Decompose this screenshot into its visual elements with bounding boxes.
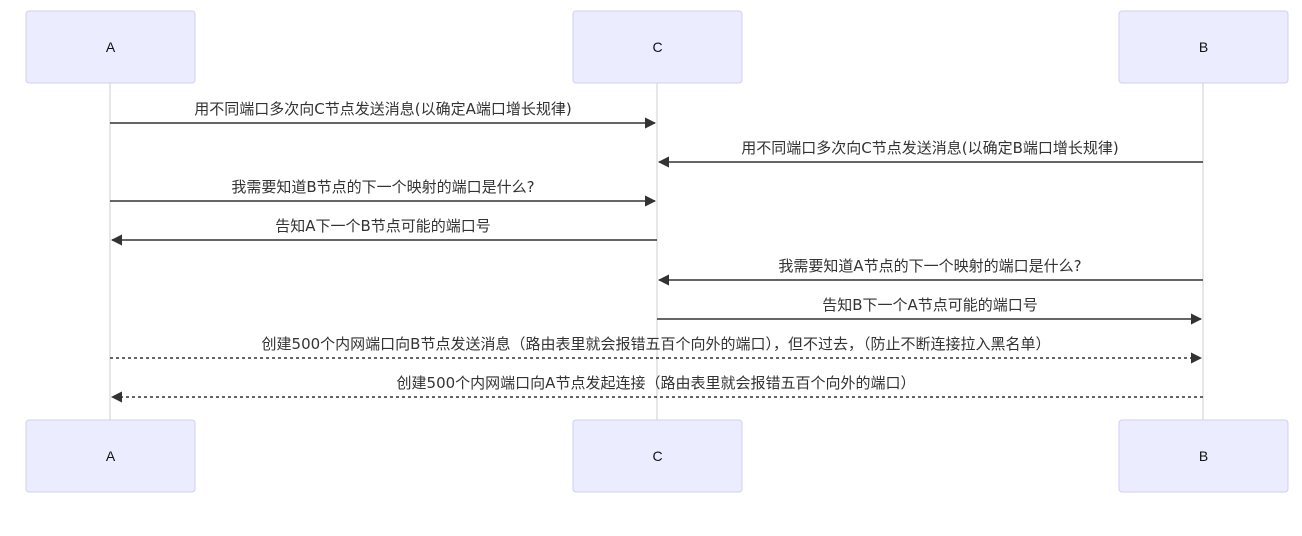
message-7-label: 创建500个内网端口向B节点发送消息（路由表里就会报错五百个向外的端口），但不过… <box>262 335 1051 353</box>
actor-b-bottom: B <box>1118 419 1289 493</box>
message-4-label: 告知A下一个B节点可能的端口号 <box>275 217 491 235</box>
actor-c-bottom: C <box>572 419 743 493</box>
actor-b-top: B <box>1118 10 1289 84</box>
message-1-label: 用不同端口多次向C节点发送消息(以确定A端口增长规律) <box>194 100 571 118</box>
actor-a-top: A <box>25 10 196 84</box>
message-6: 告知B下一个A节点可能的端口号 <box>657 296 1203 325</box>
message-5: 我需要知道A节点的下一个映射的端口是什么? <box>657 257 1203 286</box>
message-8: 创建500个内网端口向A节点发起连接（路由表里就会报错五百个向外的端口） <box>110 374 1203 403</box>
message-5-label: 我需要知道A节点的下一个映射的端口是什么? <box>778 257 1081 275</box>
actor-a-bottom: A <box>25 419 196 493</box>
message-1: 用不同端口多次向C节点发送消息(以确定A端口增长规律) <box>110 100 657 129</box>
message-2-label: 用不同端口多次向C节点发送消息(以确定B端口增长规律) <box>741 139 1118 157</box>
message-3: 我需要知道B节点的下一个映射的端口是什么? <box>110 178 657 207</box>
actor-a-bottom-label: A <box>106 448 116 464</box>
message-7: 创建500个内网端口向B节点发送消息（路由表里就会报错五百个向外的端口），但不过… <box>110 335 1203 364</box>
actor-c-bottom-label: C <box>652 448 662 464</box>
message-3-label: 我需要知道B节点的下一个映射的端口是什么? <box>231 178 534 196</box>
actor-b-bottom-label: B <box>1199 448 1208 464</box>
actor-c-top-label: C <box>652 39 662 55</box>
actor-a-top-label: A <box>106 39 116 55</box>
actor-b-top-label: B <box>1199 39 1208 55</box>
actor-c-top: C <box>572 10 743 84</box>
message-8-label: 创建500个内网端口向A节点发起连接（路由表里就会报错五百个向外的端口） <box>397 374 916 392</box>
message-6-label: 告知B下一个A节点可能的端口号 <box>822 296 1038 314</box>
message-2: 用不同端口多次向C节点发送消息(以确定B端口增长规律) <box>657 139 1203 168</box>
message-4: 告知A下一个B节点可能的端口号 <box>110 217 657 246</box>
